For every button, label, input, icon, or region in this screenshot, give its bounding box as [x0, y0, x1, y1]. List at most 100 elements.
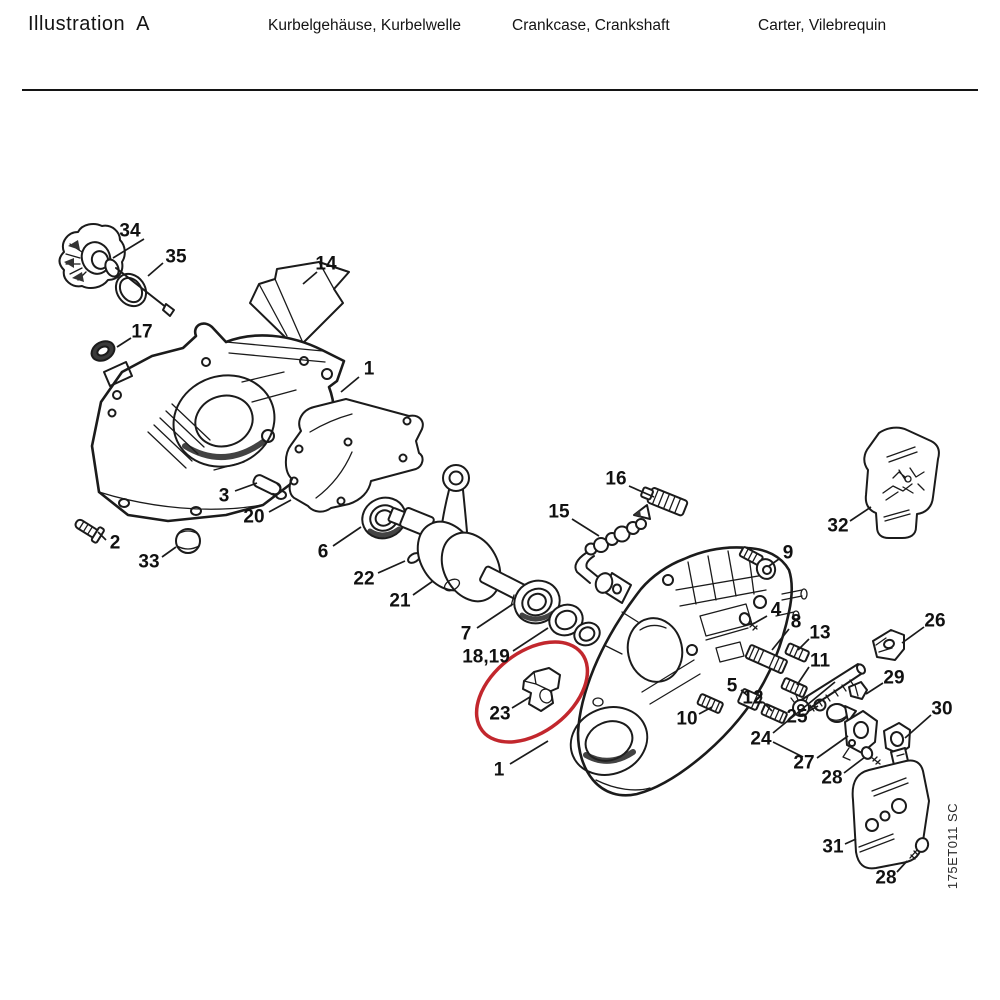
part-8-stud: [744, 644, 788, 674]
leader-line: [147, 262, 164, 277]
part-31-chain-guide-plate: [851, 759, 930, 870]
title-french: Carter, Vilebrequin: [758, 17, 887, 34]
part-label-18-19: 18,19: [462, 647, 510, 668]
part-26-clamp: [872, 629, 905, 661]
part-1-crankcase-left: [90, 322, 346, 523]
leader-line: [901, 626, 925, 644]
part-label-28: 28: [821, 768, 842, 789]
part-label-4: 4: [771, 600, 782, 621]
leader-line: [377, 560, 406, 574]
leader-line: [844, 838, 857, 845]
leader-line: [797, 638, 810, 651]
leader-line: [772, 681, 836, 734]
leader-line: [512, 627, 549, 652]
part-label-14: 14: [315, 254, 337, 275]
part-label-9: 9: [783, 543, 794, 564]
part-33-plug: [175, 528, 201, 554]
part-label-11: 11: [810, 651, 831, 672]
part-16-valve: [633, 486, 689, 520]
leader-line: [796, 666, 810, 686]
header-divider: [22, 89, 978, 91]
part-12-pin: [760, 703, 788, 724]
drawing-code: 175ET011 SC: [945, 803, 960, 889]
part-label-25: 25: [786, 707, 808, 728]
leader-line: [771, 628, 790, 651]
part-20-gasket: [284, 398, 424, 513]
leader-line: [116, 337, 132, 348]
part-label-30: 30: [931, 699, 952, 720]
part-oring-small: [813, 698, 827, 712]
part-label-34: 34: [119, 221, 141, 242]
leader-line: [816, 735, 849, 759]
part-label-31: 31: [822, 837, 844, 858]
part-10-pin: [696, 693, 724, 714]
part-35-o-ring: [114, 272, 148, 308]
part-7-ball-bearing: [513, 579, 561, 625]
part-2-screw: [74, 518, 105, 544]
leader-line: [752, 615, 768, 625]
part-label-6: 6: [318, 542, 329, 563]
leader-line: [161, 546, 177, 558]
leader-line: [476, 603, 514, 629]
leader-line: [412, 580, 434, 596]
leader-line: [511, 696, 531, 709]
part-label-21: 21: [389, 591, 411, 612]
part-24-oil-pump: [790, 663, 867, 717]
part-label-10: 10: [676, 709, 697, 730]
leader-line: [768, 558, 780, 567]
part-label-22: 22: [353, 569, 374, 590]
part-label-7: 7: [461, 624, 472, 645]
part-3-dowel-pin: [252, 474, 282, 496]
part-34-oil-pump-drive: [58, 223, 175, 317]
leader-line: [571, 518, 600, 537]
part-11-pin: [780, 677, 808, 698]
part-label-2: 2: [110, 533, 121, 554]
part-1-crankcase-right: [569, 546, 808, 797]
part-label-33: 33: [138, 552, 159, 573]
part-label-1: 1: [494, 760, 505, 781]
leader-line: [843, 756, 866, 774]
part-label-35: 35: [165, 247, 187, 268]
part-label-17: 17: [131, 322, 152, 343]
leader-line: [698, 706, 713, 715]
part-30-lever: [883, 722, 911, 766]
part-label-5: 5: [727, 676, 738, 697]
part-27-pump-body: [842, 710, 878, 761]
highlight-ellipse: [474, 640, 590, 744]
part-5-plug: [737, 688, 763, 711]
leader-line: [740, 689, 749, 697]
leader-line: [234, 482, 258, 492]
part-28-screw-upper: [860, 746, 881, 765]
part-label-24: 24: [750, 729, 772, 750]
title-german: Kurbelgehäuse, Kurbelwelle: [268, 17, 462, 34]
part-label-12: 12: [742, 688, 763, 709]
part-32-guard-plate: [863, 426, 940, 539]
part-label-3: 3: [219, 486, 230, 507]
part-label-15: 15: [548, 502, 570, 523]
part-label-28: 28: [875, 868, 896, 889]
part-14-cover: [249, 261, 350, 344]
part-18-19-seals: [548, 603, 601, 647]
part-25-worm-gear: [826, 703, 857, 723]
part-label-26: 26: [924, 611, 945, 632]
leader-line: [849, 506, 872, 522]
part-23-oil-pump-drive-clip: [522, 667, 561, 712]
part-label-27: 27: [793, 753, 814, 774]
part-29-clip: [848, 681, 868, 700]
leader-line: [268, 499, 292, 513]
part-17-oil-seal: [90, 340, 116, 362]
title-english: Crankcase, Crankshaft: [512, 17, 670, 34]
part-label-13: 13: [809, 623, 830, 644]
leader-line: [896, 860, 908, 873]
leader-line: [772, 741, 804, 758]
leader-line: [806, 705, 819, 713]
part-4-screw: [738, 612, 758, 631]
leader-line: [904, 714, 932, 739]
leader-line: [762, 701, 773, 712]
leader-line: [112, 238, 145, 259]
part-15-oil-line: [574, 518, 647, 604]
part-label-29: 29: [883, 668, 904, 689]
